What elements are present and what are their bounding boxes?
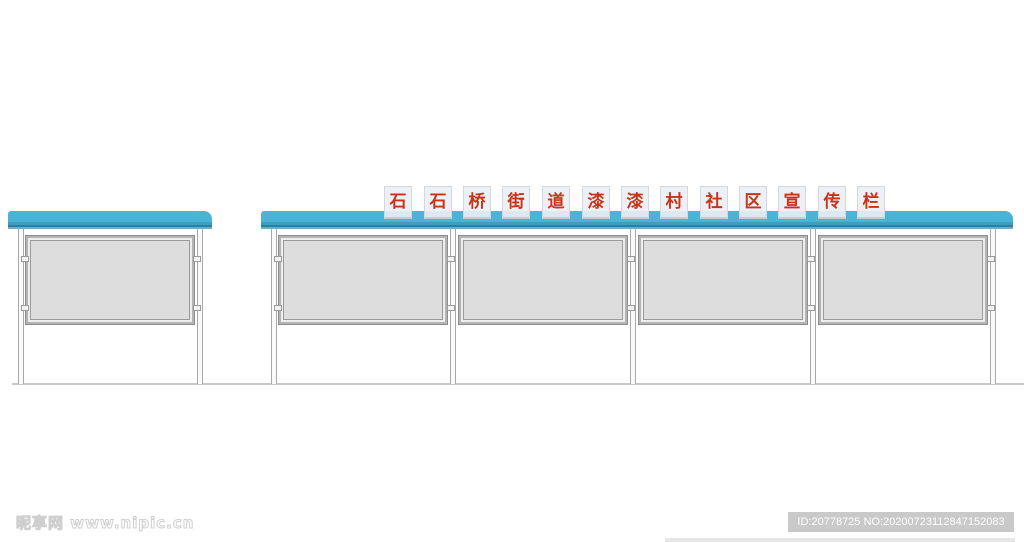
clip: [21, 256, 29, 262]
title-char: 村: [660, 186, 688, 219]
title-char: 道: [542, 186, 570, 219]
clip: [447, 256, 455, 262]
title-char: 栏: [857, 186, 885, 219]
ground-line: [12, 383, 1024, 385]
display-panel: [819, 236, 987, 324]
display-panel: [459, 236, 627, 324]
title-char: 石: [424, 186, 452, 219]
clip: [627, 305, 635, 311]
watermark: 昵享网 www.nipic.cn: [15, 514, 195, 533]
clip: [807, 305, 815, 311]
clip: [274, 256, 282, 262]
clip: [987, 256, 995, 262]
image-id-bar: ID:20778725 NO:20200723112847152083: [788, 512, 1014, 532]
title-char: 漆: [582, 186, 610, 219]
clip: [21, 305, 29, 311]
title-char: 区: [739, 186, 767, 219]
title-char: 宣: [778, 186, 806, 219]
clip: [807, 256, 815, 262]
image-id-bar-shadow: [665, 538, 1015, 542]
display-panel: [639, 236, 807, 324]
display-panel: [279, 236, 447, 324]
clip: [274, 305, 282, 311]
title-char: 漆: [621, 186, 649, 219]
clip: [193, 305, 201, 311]
clip: [627, 256, 635, 262]
title-char: 桥: [463, 186, 491, 219]
title-char: 社: [700, 186, 728, 219]
roof: [8, 211, 212, 229]
display-panel: [26, 236, 194, 324]
clip: [193, 256, 201, 262]
title-char: 传: [818, 186, 846, 219]
title-char: 街: [502, 186, 530, 219]
clip: [987, 305, 995, 311]
clip: [447, 305, 455, 311]
title-char: 石: [384, 186, 412, 219]
